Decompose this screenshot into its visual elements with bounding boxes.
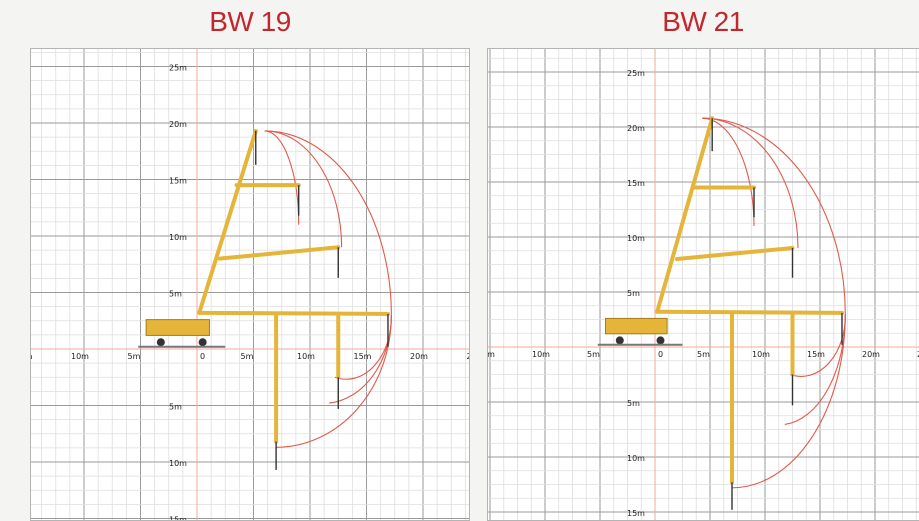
diagram-title-bw21: BW 21 (662, 6, 744, 37)
boom-raised (655, 116, 715, 314)
y-tick-label: 10m (627, 234, 645, 243)
x-tick-label: 25m (467, 352, 471, 361)
y-tick-label: 15m (169, 516, 187, 521)
reach-diagram-bw21: 15m 10m 5m 0 5m 10m 15m 20m 25m 25m 20m 15m 10m 5m 5m 1… (487, 48, 919, 521)
boom-positions (655, 116, 844, 485)
x-tick-label: 10m (71, 352, 89, 361)
y-tick-label: 25m (169, 64, 187, 73)
machine-wheel (156, 338, 165, 347)
x-tick-label: 20m (862, 350, 880, 359)
y-tick-label: 20m (169, 120, 187, 129)
basket-hangers (711, 118, 843, 510)
y-tick-label: 20m (627, 124, 645, 133)
boom-jib-10m (217, 245, 341, 261)
reach-envelope (264, 130, 392, 448)
y-tick-label: 5m (627, 289, 640, 298)
y-tick-label: 5m (169, 403, 182, 412)
machine-chassis (145, 319, 210, 336)
x-tick-label: 0 (200, 352, 205, 361)
reach-arc-lower-outer (731, 313, 846, 489)
reach-arc-upper (702, 117, 846, 315)
basket-hangers (255, 130, 389, 470)
boom-raised (197, 128, 258, 315)
y-tick-label: 25m (627, 69, 645, 78)
boom-horizontal (655, 309, 844, 315)
y-tick-label: 5m (627, 399, 640, 408)
y-tick-label: 10m (627, 454, 645, 463)
reach-diagram-bw19: 15m 10m 5m 0 5m 10m 15m 20m 25m 25m 20m 15m 10m 5m 5m 1… (30, 48, 470, 521)
reach-diagram-svg-bw21: 15m 10m 5m 0 5m 10m 15m 20m 25m 25m 20m 15m 10m 5m 5m 1… (488, 49, 919, 520)
y-tick-label: 5m (169, 290, 182, 299)
x-tick-label: 10m (532, 350, 550, 359)
x-tick-label: 15m (31, 352, 33, 361)
reach-arc-lower-outer (276, 315, 392, 448)
y-tick-label: 15m (627, 509, 645, 518)
reach-arc-upper (264, 130, 392, 316)
x-tick-label: 5m (241, 352, 254, 361)
boom-positions (197, 128, 390, 444)
reach-arc-upper (264, 130, 343, 248)
diagram-title-bw19: BW 19 (209, 6, 291, 37)
x-tick-label: 20m (410, 352, 428, 361)
machine-wheel (615, 336, 624, 345)
x-tick-label: 15m (807, 350, 825, 359)
y-tick-label: 10m (169, 233, 187, 242)
x-tick-label: 0 (658, 350, 663, 359)
reach-arc-lower-inner (334, 315, 392, 380)
x-tick-label: 15m (488, 350, 495, 359)
boom-horizontal (197, 310, 390, 316)
grid (488, 49, 919, 520)
y-tick-label: 15m (627, 179, 645, 188)
reach-arc-upper (264, 130, 300, 225)
boom-jib-10m (675, 246, 795, 261)
x-tick-label: 25m (917, 350, 919, 359)
x-tick-label: 10m (752, 350, 770, 359)
y-tick-label: 15m (169, 177, 187, 186)
reach-arc-upper (702, 117, 799, 249)
grid (31, 49, 469, 520)
y-tick-label: 10m (169, 459, 187, 468)
reach-arc-lower-mid (784, 313, 846, 425)
x-tick-label: 5m (587, 350, 600, 359)
x-tick-label: 10m (297, 352, 315, 361)
reach-arc-lower-inner (790, 313, 846, 377)
machine-wheel (656, 336, 665, 345)
machine-chassis (605, 317, 668, 335)
machine-wheel (198, 338, 207, 347)
x-tick-label: 5m (697, 350, 710, 359)
reach-diagram-svg-bw19: 15m 10m 5m 0 5m 10m 15m 20m 25m 25m 20m 15m 10m 5m 5m 1… (31, 49, 471, 521)
x-tick-label: 5m (128, 352, 141, 361)
x-tick-label: 15m (354, 352, 372, 361)
